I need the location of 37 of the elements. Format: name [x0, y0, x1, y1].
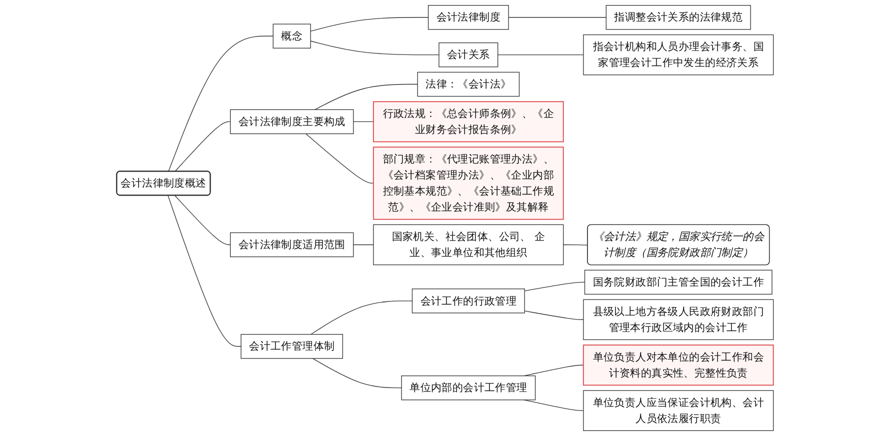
connector [310, 300, 413, 335]
node-box: 概念 [272, 24, 311, 48]
node-box: 指会计机构和人员办理会计事务、国家管理会计工作中发生的经济关系 [583, 34, 774, 76]
node-box: 会计工作管理体制 [240, 334, 344, 359]
connector [353, 244, 374, 246]
connector [563, 244, 588, 246]
connector [524, 400, 584, 411]
node-box: 国务院财政部门主管全国的会计工作 [584, 270, 772, 295]
connector [306, 133, 374, 184]
connector [524, 364, 584, 376]
connector [314, 84, 418, 110]
node-box: 会计关系 [438, 42, 498, 68]
connector [524, 282, 586, 292]
connector [168, 195, 242, 347]
node-box: 法律：《会计法》 [417, 72, 520, 97]
node-box: 单位内部的会计工作管理 [401, 375, 536, 400]
node-box: 县级以上地方各级人民政府财政部门管理本行政区域内的会计工作 [583, 299, 774, 340]
node-box: 会计法律制度 [428, 5, 509, 30]
connector [508, 17, 606, 18]
node-box: 国家机关、社会团体、公司、 企业、事业单位和其他组织 [373, 224, 564, 266]
node-box: 单位负责人对本单位的会计工作和会计资料的真实性、完整性负责 [582, 344, 774, 386]
connector [310, 40, 440, 56]
node-box: 会计法律制度主要构成 [230, 109, 354, 134]
connector [353, 121, 374, 122]
node-box: 单位负责人应当保证会计机构、会计人员依法履行职责 [583, 390, 774, 431]
connector [498, 54, 584, 56]
node-box: 会计工作的行政管理 [412, 288, 525, 314]
node-box: 会计法律制度适用范围 [230, 232, 354, 258]
connector [312, 358, 402, 388]
connector [310, 17, 429, 32]
node-box: 指调整会计关系的法律规范 [606, 5, 751, 30]
connector [168, 36, 274, 172]
connector [524, 310, 584, 320]
connector [174, 195, 231, 246]
node-box: 行政法规：《总会计师条例》、《企业财务会计报告条例》 [372, 101, 564, 142]
node-box: 部门规章：《代理记账管理办法》、《会计档案管理办法》、《企业内部控制基本规范》、《会计基础工作规范》、《企业会计准则》及其解释 [372, 146, 564, 220]
connector [174, 121, 231, 172]
